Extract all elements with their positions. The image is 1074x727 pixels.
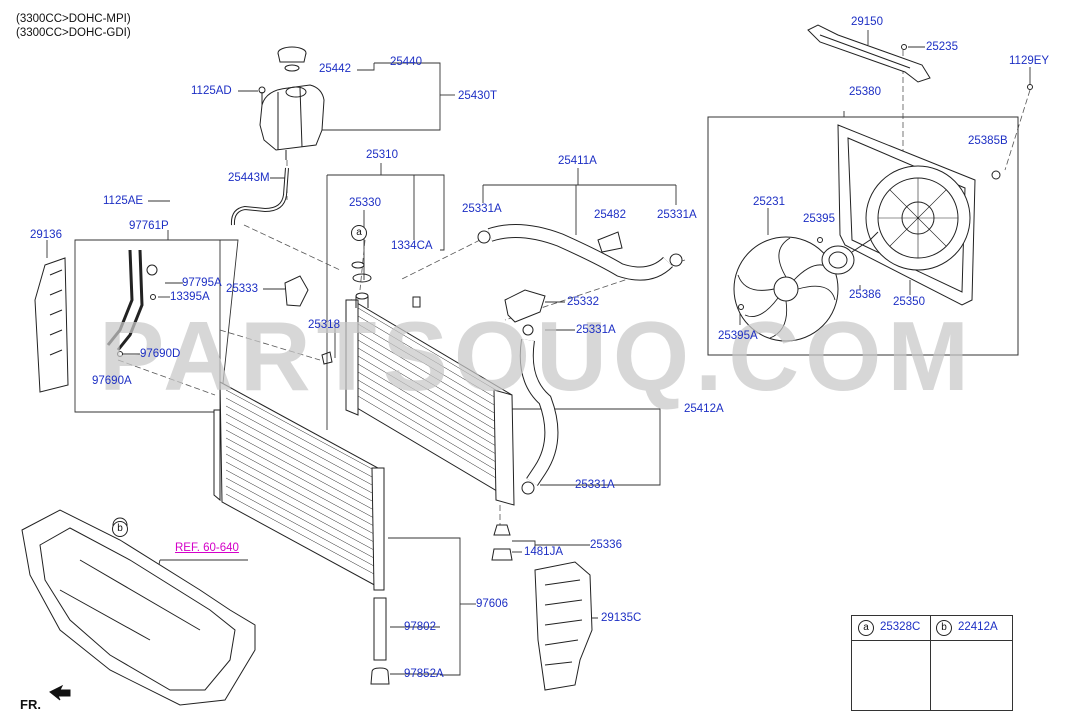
part-label-25430T[interactable]: 25430T: [458, 90, 498, 102]
part-label-25395A[interactable]: 25395A: [718, 330, 758, 342]
part-label-25333[interactable]: 25333: [226, 283, 258, 295]
front-end-carrier: [21, 509, 256, 706]
part-label-29135C[interactable]: 29135C: [601, 612, 642, 624]
part-label-25331A-upper-left[interactable]: 25331A: [462, 203, 502, 215]
part-label-97795A[interactable]: 97795A: [182, 277, 222, 289]
part-label-29150[interactable]: 29150: [851, 16, 883, 28]
part-label-25331A-lower-upper[interactable]: 25331A: [576, 324, 616, 336]
part-label-25380[interactable]: 25380: [849, 86, 881, 98]
front-direction-label: FR.: [20, 697, 41, 712]
legend-header-row: [852, 616, 1012, 641]
upper-radiator-hose: [477, 224, 683, 281]
cooling-fan: [733, 236, 839, 342]
radiator: [345, 292, 515, 506]
legend-part-22412A[interactable]: 22412A: [958, 621, 998, 633]
part-label-97606[interactable]: 97606: [476, 598, 508, 610]
part-label-97690D[interactable]: 97690D: [140, 348, 181, 360]
part-label-25386[interactable]: 25386: [849, 289, 881, 301]
part-label-1481JA[interactable]: 1481JA: [524, 546, 564, 558]
part-label-13395A[interactable]: 13395A: [170, 291, 210, 303]
fan-shroud: [837, 124, 1001, 306]
receiver-drier: [370, 597, 390, 685]
legend-table: a 25328C b 22412A: [851, 615, 1013, 711]
top-shroud-bracket: [807, 24, 1033, 90]
part-label-25350[interactable]: 25350: [893, 296, 925, 308]
part-label-25310[interactable]: 25310: [366, 149, 398, 161]
part-label-25482[interactable]: 25482: [594, 209, 626, 221]
part-label-25442[interactable]: 25442: [319, 63, 351, 75]
part-label-25385B[interactable]: 25385B: [968, 135, 1008, 147]
part-label-97852A[interactable]: 97852A: [404, 668, 444, 680]
coolant-reservoir: [258, 46, 325, 160]
part-label-25330[interactable]: 25330: [349, 197, 381, 209]
legend-part-25328C[interactable]: 25328C: [880, 621, 921, 633]
lower-radiator-hose: [519, 324, 559, 495]
part-label-25332[interactable]: 25332: [567, 296, 599, 308]
legend-callout-a: a: [858, 620, 874, 636]
part-label-25411A[interactable]: 25411A: [558, 155, 597, 167]
reference-link-60-640[interactable]: REF. 60-640: [175, 542, 239, 554]
engine-variant-gdi: (3300CC>DOHC-GDI): [16, 27, 131, 39]
fan-assembly-box: [707, 116, 1019, 356]
part-label-97761P[interactable]: 97761P: [129, 220, 169, 232]
ac-condenser: [213, 381, 385, 591]
legend-divider: [930, 616, 931, 710]
part-label-1125AE[interactable]: 1125AE: [103, 195, 144, 207]
filler-neck-parts: [351, 261, 372, 283]
callout-a: a: [351, 225, 367, 241]
part-label-25235[interactable]: 25235: [926, 41, 958, 53]
part-label-25331A-upper-right[interactable]: 25331A: [657, 209, 697, 221]
part-label-97690A[interactable]: 97690A: [92, 375, 132, 387]
legend-callout-b: b: [936, 620, 952, 636]
part-label-1334CA[interactable]: 1334CA: [391, 240, 433, 252]
part-label-25412A[interactable]: 25412A: [684, 403, 724, 415]
part-label-29136[interactable]: 29136: [30, 229, 62, 241]
part-label-25318[interactable]: 25318: [308, 319, 340, 331]
part-label-97802[interactable]: 97802: [404, 621, 436, 633]
radiator-brackets: [284, 275, 546, 365]
part-label-25231[interactable]: 25231: [753, 196, 785, 208]
part-label-25395[interactable]: 25395: [803, 213, 835, 225]
front-arrow: [49, 684, 71, 701]
part-label-25336[interactable]: 25336: [590, 539, 622, 551]
part-label-1125AD[interactable]: 1125AD: [191, 85, 232, 97]
callout-b: b: [112, 521, 128, 537]
overflow-hose: [230, 167, 289, 226]
part-label-25440[interactable]: 25440: [390, 56, 422, 68]
mount-insulators: [491, 524, 513, 561]
part-label-25443M[interactable]: 25443M: [228, 172, 270, 184]
air-guard-lower: [534, 561, 593, 691]
fan-motor: [738, 231, 879, 310]
part-label-25331A-lower[interactable]: 25331A: [575, 479, 615, 491]
ac-pipe-assembly: [106, 249, 158, 357]
air-guard-left: [34, 257, 69, 393]
engine-variant-mpi: (3300CC>DOHC-MPI): [16, 13, 131, 25]
part-label-1129EY[interactable]: 1129EY: [1009, 55, 1050, 67]
